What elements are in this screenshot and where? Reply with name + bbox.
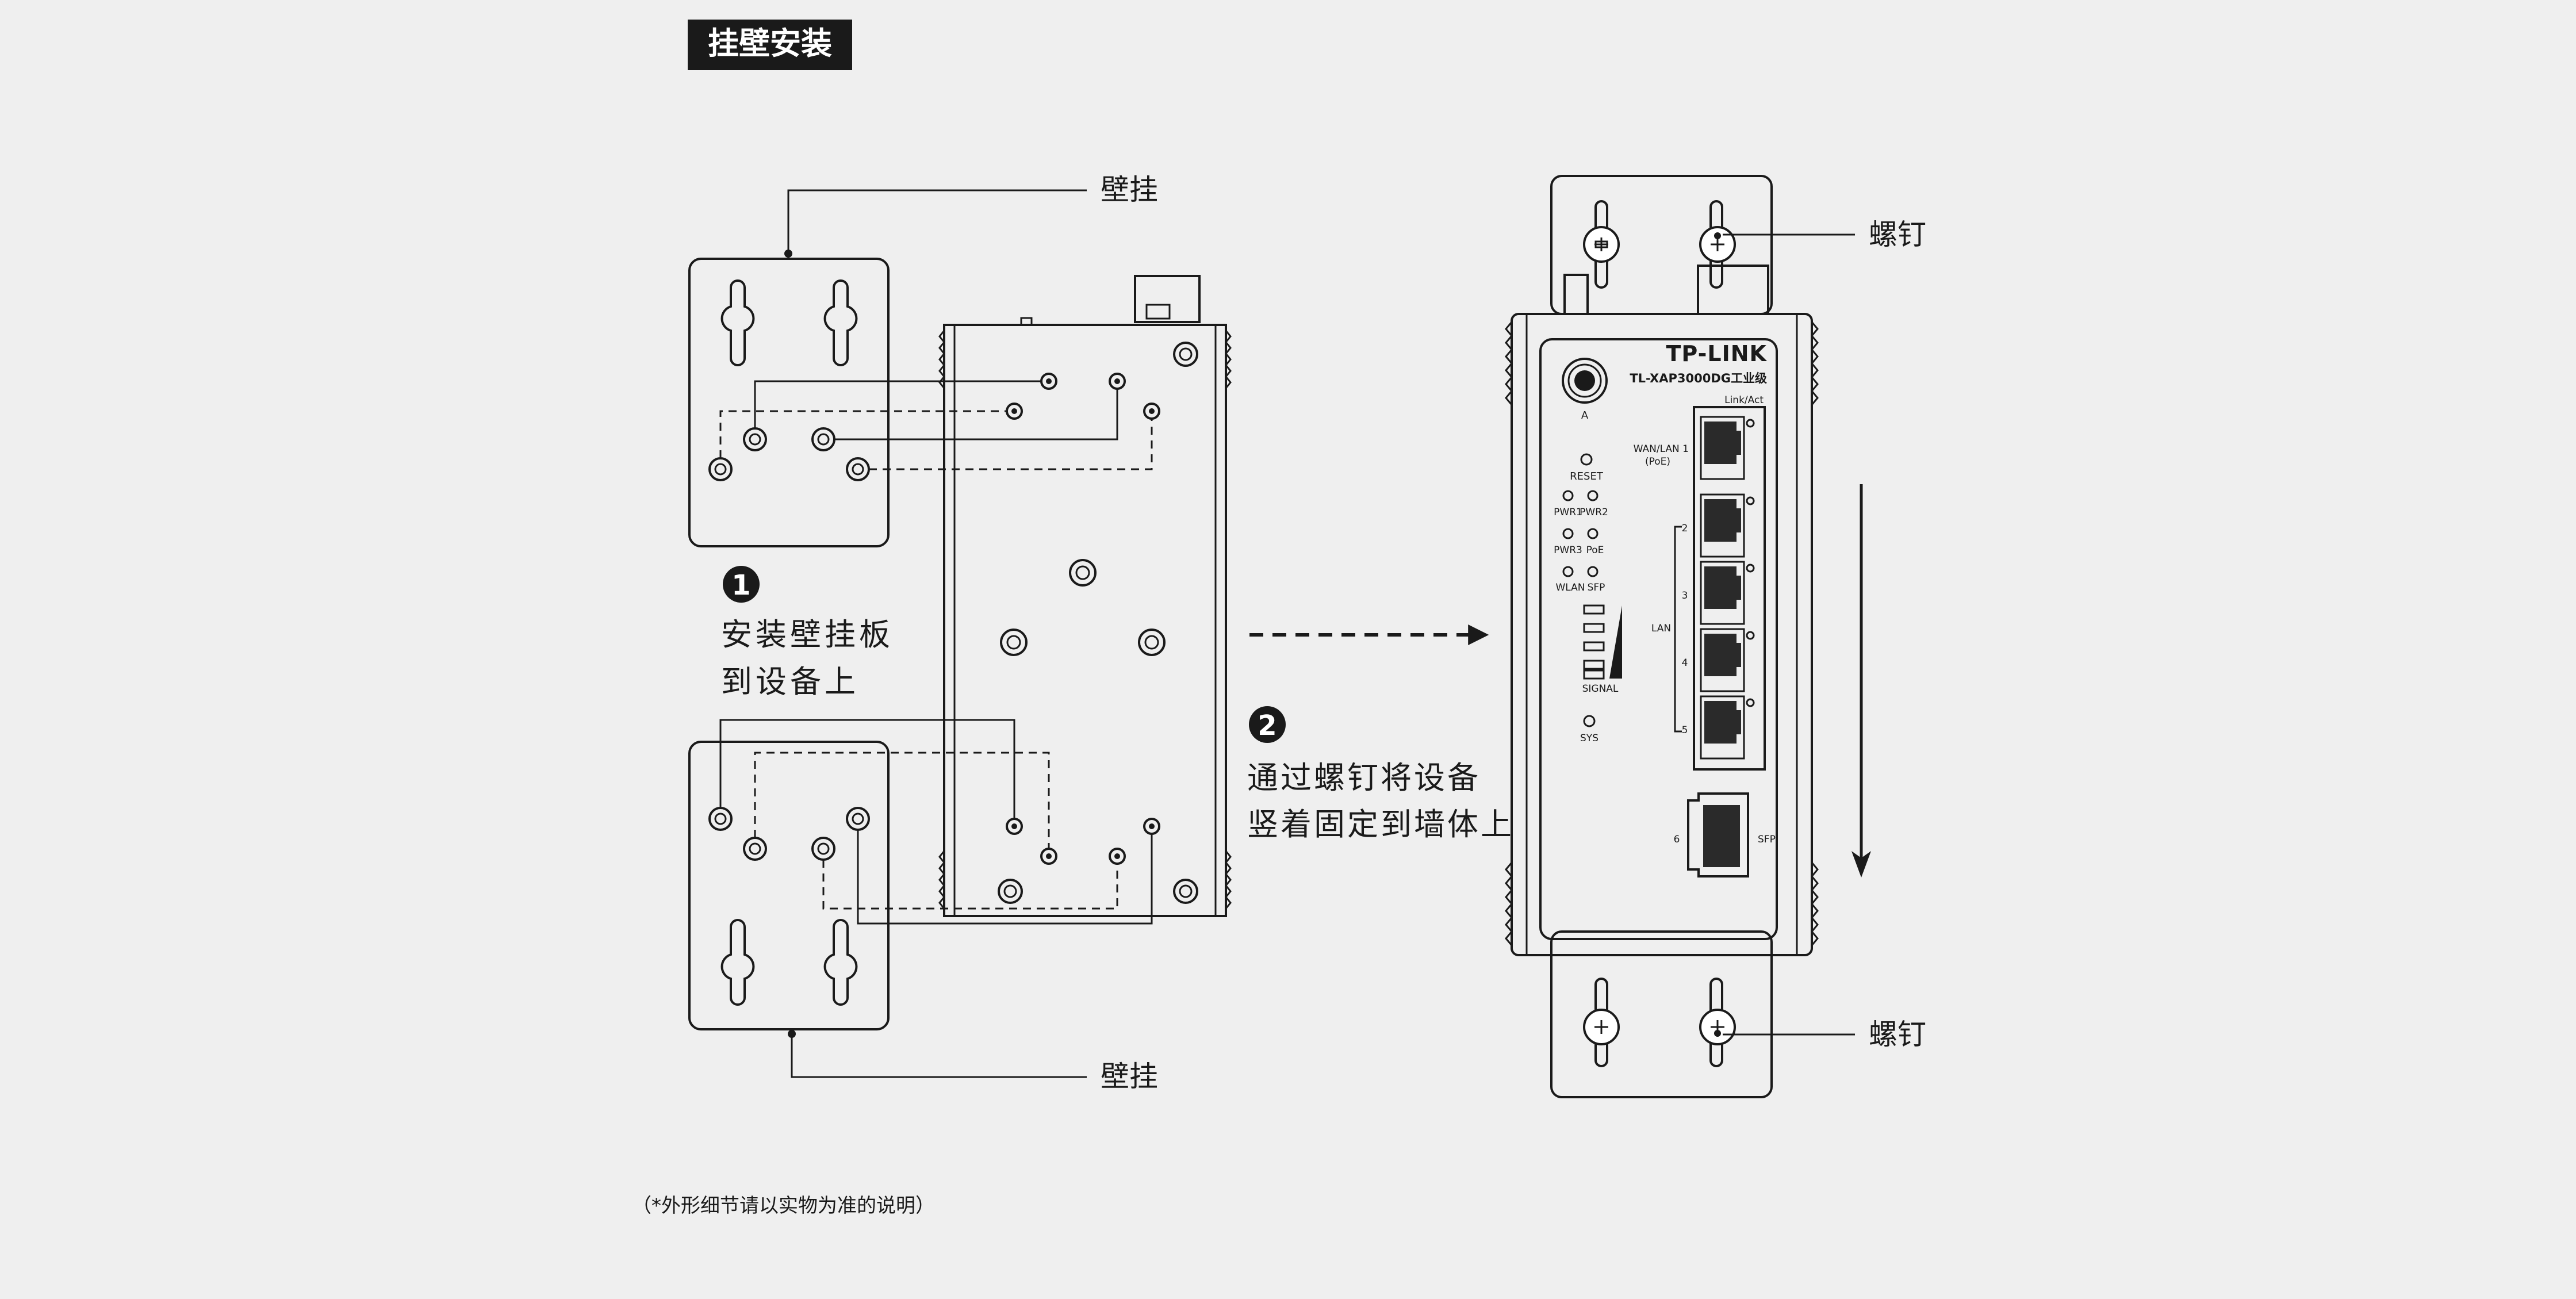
wall-mount-label-top: 壁挂 bbox=[1101, 173, 1158, 206]
callout-wall-mount-bottom: 壁挂 bbox=[788, 1030, 1158, 1093]
brand-logo: TP-LINK bbox=[1666, 341, 1768, 366]
led-label: SFP bbox=[1588, 582, 1605, 593]
callout-wall-mount-top: 壁挂 bbox=[784, 173, 1158, 258]
screw bbox=[1699, 226, 1736, 263]
step-number: 1 bbox=[731, 569, 750, 601]
led-indicator bbox=[1562, 528, 1574, 539]
wan-label: WAN/LAN 1 bbox=[1634, 443, 1689, 455]
port-number: 4 bbox=[1682, 657, 1688, 669]
link-act-label: Link/Act bbox=[1724, 394, 1764, 406]
wall-plate-bottom bbox=[688, 741, 890, 1030]
ethernet-port-2 bbox=[1700, 493, 1755, 558]
led-indicator bbox=[1562, 566, 1574, 577]
title-badge: 挂壁安装 bbox=[688, 20, 852, 70]
keyhole-slot bbox=[823, 919, 858, 1006]
callout-screw-top: 螺钉 bbox=[1723, 218, 1926, 251]
signal-label: SIGNAL bbox=[1582, 683, 1619, 695]
sfp-label: SFP bbox=[1758, 834, 1776, 845]
led-label: PWR3 bbox=[1554, 545, 1582, 556]
screw-label-top: 螺钉 bbox=[1869, 218, 1926, 251]
ethernet-port-3 bbox=[1700, 561, 1755, 625]
screw-label-bottom: 螺钉 bbox=[1869, 1018, 1926, 1051]
keyhole-slot bbox=[720, 279, 755, 366]
step-2: 2 通过螺钉将设备 竖着固定到墙体上 bbox=[1247, 706, 1514, 842]
page-title: 挂壁安装 bbox=[708, 25, 832, 62]
alignment-lines-bottom bbox=[719, 719, 1153, 925]
port-number: 2 bbox=[1682, 523, 1688, 534]
ethernet-port-4 bbox=[1700, 628, 1755, 692]
signal-meter bbox=[1583, 604, 1622, 680]
sys-label: SYS bbox=[1580, 733, 1598, 744]
led-indicator bbox=[1587, 566, 1598, 577]
step-2-line-2: 竖着固定到墙体上 bbox=[1247, 806, 1514, 842]
step-1: 1 安装壁挂板 到设备上 bbox=[721, 566, 894, 700]
callout-screw-bottom: 螺钉 bbox=[1723, 1018, 1926, 1051]
reset-label: RESET bbox=[1570, 470, 1604, 482]
device-front: TP-LINK TL-XAP3000DG工业级 A RESET PWR1 PWR… bbox=[1505, 175, 1819, 1098]
lan-label: LAN bbox=[1651, 623, 1671, 634]
footnote: （*外形细节请以实物为准的说明） bbox=[632, 1194, 935, 1217]
sys-led bbox=[1583, 715, 1596, 727]
screw bbox=[1583, 226, 1620, 263]
led-label: PoE bbox=[1586, 545, 1604, 556]
sfp-port-number: 6 bbox=[1674, 834, 1680, 845]
poe-label: (PoE) bbox=[1645, 456, 1670, 468]
down-arrow bbox=[1851, 484, 1871, 878]
step-number: 2 bbox=[1258, 710, 1276, 742]
led-indicator bbox=[1587, 528, 1598, 539]
led-indicator bbox=[1587, 490, 1598, 501]
screw bbox=[1583, 1009, 1620, 1045]
step-number-badge bbox=[1249, 706, 1286, 743]
led-label: PWR1 bbox=[1554, 507, 1582, 518]
reset-button bbox=[1580, 453, 1593, 466]
device-back bbox=[938, 275, 1232, 917]
keyhole-slot bbox=[720, 919, 755, 1006]
step-1-line-1: 安装壁挂板 bbox=[721, 616, 894, 653]
antenna-connector: A bbox=[1562, 358, 1608, 421]
alignment-lines-top bbox=[719, 380, 1153, 470]
ethernet-port-1 bbox=[1700, 416, 1755, 480]
sfp-port bbox=[1687, 792, 1749, 878]
step-number-badge bbox=[723, 566, 760, 603]
keyhole-slot bbox=[823, 279, 858, 366]
led-label: WLAN bbox=[1555, 582, 1585, 593]
screw bbox=[1699, 1009, 1736, 1045]
ethernet-port-5 bbox=[1700, 695, 1755, 760]
led-indicator bbox=[1562, 490, 1574, 501]
port-number: 3 bbox=[1682, 590, 1688, 601]
led-label: PWR2 bbox=[1580, 507, 1608, 518]
step-2-line-1: 通过螺钉将设备 bbox=[1247, 760, 1481, 796]
wall-plate-top bbox=[688, 258, 890, 547]
model-name: TL-XAP3000DG工业级 bbox=[1630, 371, 1767, 385]
step-1-line-2: 到设备上 bbox=[721, 664, 859, 700]
port-number: 5 bbox=[1682, 725, 1688, 736]
svg-text:A: A bbox=[1581, 409, 1589, 421]
wall-mount-label-bottom: 壁挂 bbox=[1101, 1060, 1158, 1093]
